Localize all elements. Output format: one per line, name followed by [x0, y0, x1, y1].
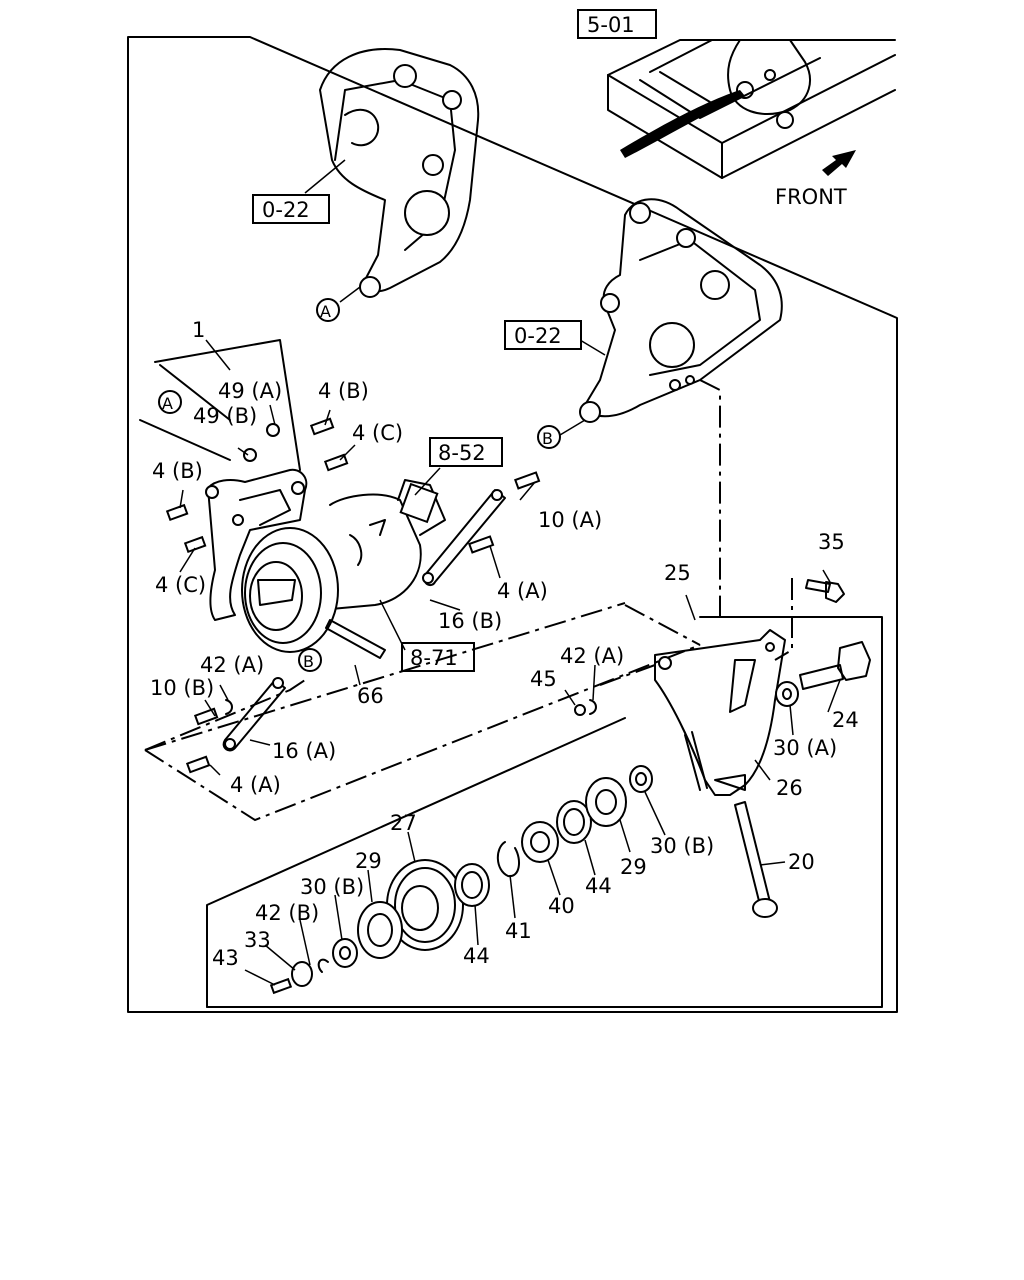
pulley-stack [269, 765, 653, 995]
marker-a-left-circle [158, 390, 182, 414]
part-label-30a: 30 (A) [773, 736, 837, 760]
part-label-24: 24 [832, 708, 859, 732]
part-label-27: 27 [390, 811, 417, 835]
part-label-33: 33 [244, 928, 271, 952]
part-label-29-left: 29 [355, 849, 382, 873]
part-label-43: 43 [212, 946, 239, 970]
part-label-20: 20 [788, 850, 815, 874]
marker-a-circle [316, 298, 340, 322]
part-label-42a-right: 42 (A) [560, 644, 624, 668]
ref-box-0-22-b [504, 320, 582, 350]
leader-lines [179, 339, 841, 986]
bolt-35 [805, 579, 845, 603]
ref-label-0-22-b: 0-22 [514, 324, 562, 348]
part-label-29-right: 29 [620, 855, 647, 879]
marker-b-lower-circle [298, 648, 322, 672]
compressor-assembly: 8-52 8-71 A B [139, 339, 506, 752]
part-label-16a: 16 (A) [272, 739, 336, 763]
part-label-35: 35 [818, 530, 845, 554]
part-label-44-right: 44 [585, 874, 612, 898]
bolt-20 [734, 801, 778, 918]
marker-a-upper: A [320, 302, 331, 321]
part-label-40: 40 [548, 894, 575, 918]
ref-label-0-22-a: 0-22 [262, 198, 310, 222]
marker-a-left: A [162, 394, 173, 413]
part-label-49a: 49 (A) [218, 379, 282, 403]
front-indicator: FRONT [775, 150, 856, 209]
part-label-4b-left: 4 (B) [152, 459, 203, 483]
marker-b-circle [537, 425, 561, 449]
part-label-4b-top: 4 (B) [318, 379, 369, 403]
ref-box-5-01 [577, 9, 657, 39]
part-label-30b-right: 30 (B) [650, 834, 714, 858]
part-labels: 1 49 (A) 49 (B) 4 (B) 4 (C) 4 (B) 4 (C) … [150, 318, 859, 970]
marker-b-right: B [542, 429, 553, 448]
part-label-42a-left: 42 (A) [200, 653, 264, 677]
part-label-10a: 10 (A) [538, 508, 602, 532]
idler-bracket [654, 629, 786, 796]
part-label-25: 25 [664, 561, 691, 585]
part-label-45: 45 [530, 667, 557, 691]
front-label: FRONT [775, 185, 847, 209]
part-label-30b-left: 30 (B) [300, 875, 364, 899]
part-label-42b: 42 (B) [255, 901, 319, 925]
ref-box-8-52 [429, 437, 503, 467]
part-label-1: 1 [192, 318, 205, 342]
ref-label-8-52: 8-52 [438, 441, 486, 465]
right-bracket: 0-22 B [504, 198, 783, 449]
part-label-4a-low: 4 (A) [230, 773, 281, 797]
front-arrow-icon [822, 150, 856, 176]
part-label-4c-top: 4 (C) [352, 421, 403, 445]
ref-box-0-22-a [252, 194, 330, 224]
part-label-4a-mid: 4 (A) [497, 579, 548, 603]
bolt-24 [775, 641, 871, 707]
part-label-66: 66 [357, 684, 384, 708]
upper-bracket: 0-22 A [252, 48, 480, 322]
part-label-4c-left: 4 (C) [155, 573, 206, 597]
part-label-10b: 10 (B) [150, 676, 214, 700]
ref-label-5-01: 5-01 [587, 13, 635, 37]
pointer-arrow [620, 90, 745, 158]
engine-inset: 5-01 [577, 9, 896, 179]
part-label-44-left: 44 [463, 944, 490, 968]
part-label-41: 41 [505, 919, 532, 943]
dashed-guides [144, 379, 793, 751]
main-frame [127, 36, 898, 1013]
ref-box-8-71 [401, 642, 475, 672]
part-label-16b: 16 (B) [438, 609, 502, 633]
lower-frame [144, 602, 883, 1008]
marker-b-lower: B [303, 652, 314, 671]
part-label-49b: 49 (B) [193, 404, 257, 428]
part-label-26: 26 [776, 776, 803, 800]
fasteners [165, 417, 597, 774]
